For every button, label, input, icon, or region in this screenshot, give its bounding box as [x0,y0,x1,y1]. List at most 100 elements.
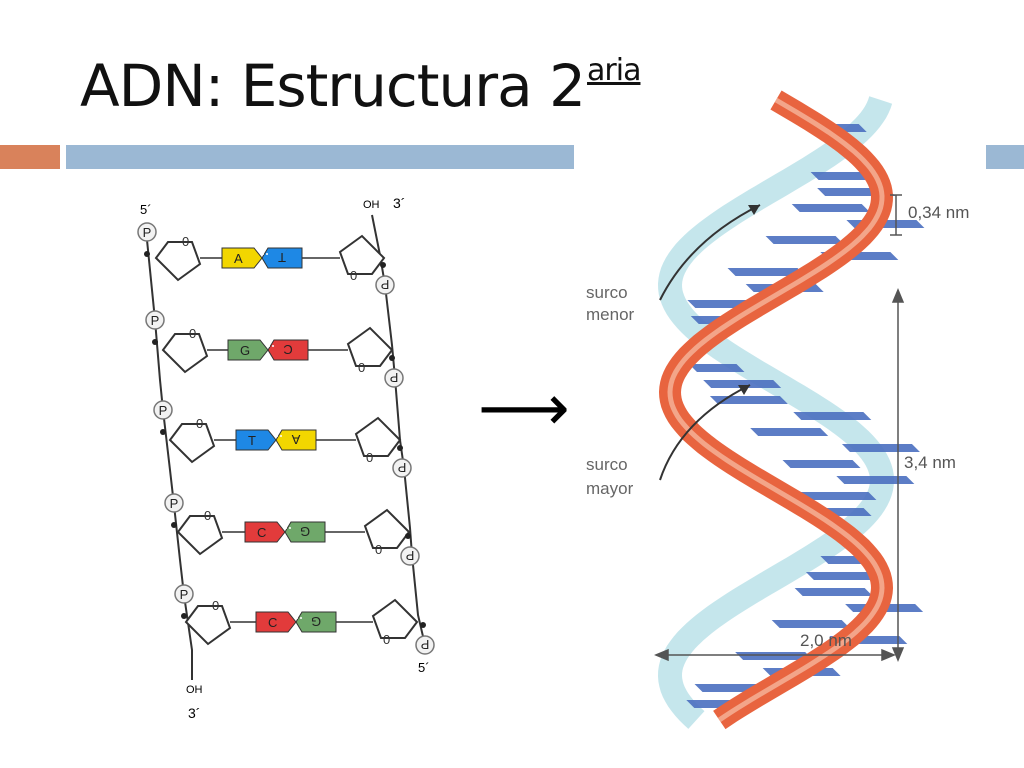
sugar-oxygen-label: 0 [375,542,382,557]
base-pair-rung [709,396,788,404]
major-groove-pointer [659,384,751,481]
base-right-label: A [291,432,300,447]
right-arrow-icon: ⟶ [478,372,570,446]
base-right-g [295,611,337,633]
base-pair-rung [782,460,861,468]
right-sugar [354,416,402,457]
bond-dot [380,262,386,268]
phosphate-group [145,310,165,330]
phosphate-label: P [406,548,415,563]
sugar-oxygen-label: 0 [182,234,189,249]
base-pair-rung [798,492,877,500]
title-superscript: aria [587,53,641,88]
base-pair-rung [793,412,872,420]
major-groove-arrowhead [738,385,750,395]
base-pair-rung [703,380,782,388]
base-right-c [267,339,309,361]
left-sugar [168,423,216,464]
base-left-g [227,339,269,361]
base-pair-rung [735,652,814,660]
base-right-t [261,247,303,269]
left-sugar [161,333,209,374]
label-major-groove-line1: surco [586,455,628,474]
base-right-label: C [283,342,292,357]
base-pair-rung [841,444,920,452]
bond-dot [420,622,426,628]
phosphate-group [392,458,412,478]
phosphate-group [415,635,435,655]
base-right-label: G [300,524,310,539]
label-oh-bottom: OH [186,684,203,696]
label-minor-groove-line2: menor [586,305,635,324]
base-left-label: A [234,251,243,266]
base-left-label: C [257,525,266,540]
bond-dot [389,355,395,361]
sugar-oxygen-label: 0 [383,632,390,647]
left-sugar [154,241,202,282]
diameter-dimension [654,648,896,662]
bond-dot [144,251,150,257]
base-right-g [284,521,326,543]
label-pitch: 3,4 nm [904,453,956,472]
base-left-t [235,429,277,451]
right-sugar [346,326,394,367]
label-3prime-bottom: 3´ [188,705,200,721]
left-backbone [146,239,193,680]
base-pair-rung [810,172,874,180]
front-strand-highlight [667,97,885,723]
bond-dot [405,533,411,539]
phosphate-label: P [421,637,430,652]
base-pair-rung [805,572,884,580]
label-rise: 0,34 nm [908,203,969,222]
label-minor-groove-line1: surco [586,283,628,302]
phosphate-label: P [398,460,407,475]
bond-dot [160,429,166,435]
base-pair-rung [750,428,829,436]
left-sugar [176,515,224,556]
phosphate-label: P [180,587,189,602]
sugar-oxygen-label: 0 [189,326,196,341]
accent-bar-orange [0,145,60,169]
right-sugar [338,234,386,275]
base-right-a [275,429,317,451]
phosphate-group [384,368,404,388]
base-pair-rung [688,364,745,372]
phosphate-group [137,222,157,242]
base-pair-rung [791,204,870,212]
back-strand [657,96,895,729]
label-3prime-top: 3´ [393,195,405,211]
base-left-c [244,521,286,543]
phosphate-label: P [390,370,399,385]
pitch-dimension [891,288,905,662]
label-oh-top: OH [363,199,380,211]
label-diameter: 2,0 nm [800,631,852,650]
sugar-oxygen-label: 0 [358,360,365,375]
label-major-groove-line2: mayor [586,479,634,498]
base-pair-rung [836,476,915,484]
phosphate-group [174,584,194,604]
phosphate-group [153,400,173,420]
accent-bar-blue-right [986,145,1024,169]
accent-bar-blue [66,145,574,169]
base-left-a [221,247,263,269]
base-left-c [255,611,297,633]
base-left-label: C [268,615,277,630]
sugar-oxygen-label: 0 [212,598,219,613]
base-pair-rung [765,236,844,244]
right-sugar [371,598,419,639]
bond-dot [181,613,187,619]
base-right-label: G [311,614,321,629]
phosphate-label: P [381,277,390,292]
base-pair-rung [727,268,806,276]
rise-dimension [890,194,902,236]
base-pair-rung [771,620,850,628]
phosphate-label: P [170,496,179,511]
slide-title: ADN: Estructura 2aria [80,52,641,120]
sugar-oxygen-label: 0 [204,508,211,523]
label-5prime-top: 5´ [140,202,152,217]
phosphate-group [164,493,184,513]
minor-groove-arrowhead [748,205,760,215]
base-right-label: T [278,250,286,265]
